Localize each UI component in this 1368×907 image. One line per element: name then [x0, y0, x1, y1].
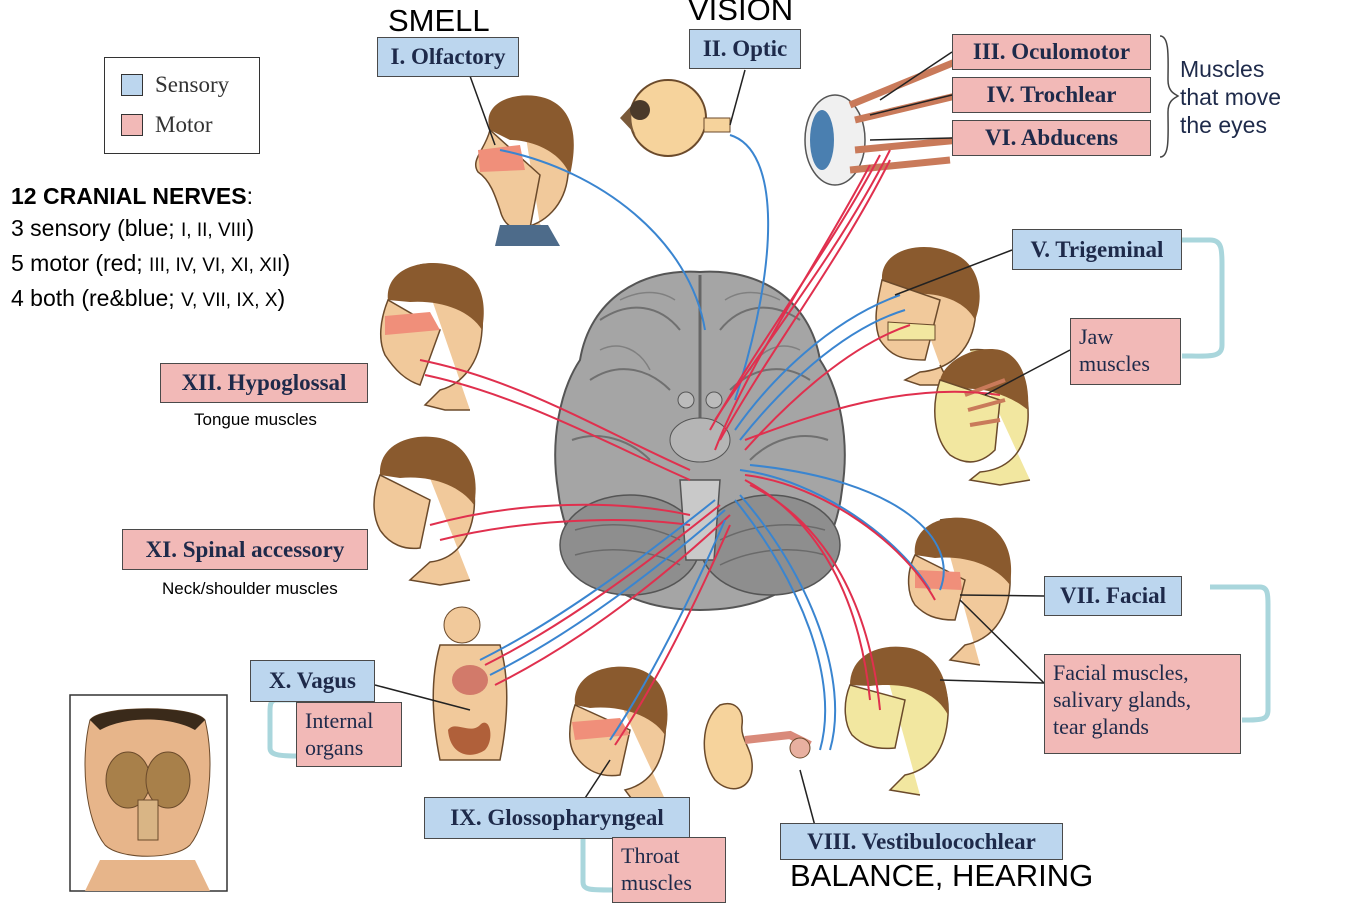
summary-line-sensory: 3 sensory (blue; I, II, VIII) — [11, 212, 290, 247]
note-eye-muscles-line3: the eyes — [1180, 112, 1267, 138]
note-jaw-line1: Jaw — [1079, 324, 1114, 349]
motor-swatch — [121, 114, 143, 136]
summary-line1-main: 3 sensory (blue; — [11, 215, 182, 241]
note-jaw-muscles: Jaw muscles — [1070, 318, 1181, 385]
caption-balance-hearing: BALANCE, HEARING — [790, 858, 1094, 893]
summary-line3-main: 4 both (re&blue; — [11, 285, 182, 311]
note-internal-organs: Internal organs — [296, 702, 402, 767]
label-spinal-accessory: XI. Spinal accessory — [122, 529, 368, 570]
label-olfactory: I. Olfactory — [377, 37, 519, 77]
note-eye-muscles-line2: that move — [1180, 84, 1281, 110]
note-facial-muscles: Facial muscles, salivary glands, tear gl… — [1044, 654, 1241, 754]
summary-line2-list: III, IV, VI, XI, XII — [149, 255, 283, 276]
note-facial-line2: salivary glands, — [1053, 687, 1192, 712]
eye-illustration-optic — [620, 79, 731, 157]
caption-neck: Neck/shoulder muscles — [162, 579, 338, 598]
note-jaw-line2: muscles — [1079, 351, 1150, 376]
note-internal-line1: Internal — [305, 708, 374, 733]
label-trigeminal: V. Trigeminal — [1012, 229, 1182, 270]
summary-line-both: 4 both (re&blue; V, VII, IX, X) — [11, 282, 290, 317]
summary-title-colon: : — [246, 183, 253, 209]
legend-motor-label: Motor — [155, 112, 213, 137]
summary-line1-end: ) — [246, 215, 255, 241]
legend-motor: Motor — [121, 112, 213, 138]
caption-smell: SMELL — [388, 3, 490, 38]
legend-sensory-label: Sensory — [155, 72, 230, 97]
hypoglossal-head — [380, 263, 484, 411]
summary-line-motor: 5 motor (red; III, IV, VI, XI, XII) — [11, 247, 290, 282]
facial-head — [907, 517, 1012, 666]
nerve-lines — [419, 134, 1001, 751]
label-hypoglossal: XII. Hypoglossal — [160, 363, 368, 403]
note-facial-line1: Facial muscles, — [1053, 660, 1189, 685]
summary-block: 12 CRANIAL NERVES: 3 sensory (blue; I, I… — [11, 180, 290, 317]
legend: Sensory Motor — [104, 57, 260, 154]
summary-line3-list: V, VII, IX, X — [181, 290, 278, 311]
summary-line1-list: I, II, VIII — [181, 220, 247, 241]
summary-line2-end: ) — [282, 250, 291, 276]
label-glossopharyngeal: IX. Glossopharyngeal — [424, 797, 690, 839]
jaw-muscle-head — [934, 348, 1031, 486]
sensory-swatch — [121, 74, 143, 96]
legend-sensory: Sensory — [121, 72, 229, 98]
caption-vision: VISION — [688, 0, 794, 27]
label-oculomotor: III. Oculomotor — [952, 34, 1151, 70]
leader-lines — [374, 51, 1071, 827]
label-facial: VII. Facial — [1044, 576, 1182, 616]
summary-line2-main: 5 motor (red; — [11, 250, 150, 276]
brain-illustration — [554, 270, 846, 612]
label-abducens: VI. Abducens — [952, 120, 1151, 156]
note-throat-line1: Throat — [621, 843, 680, 868]
note-throat-line2: muscles — [621, 870, 692, 895]
label-vagus: X. Vagus — [250, 660, 375, 702]
note-internal-line2: organs — [305, 735, 364, 760]
label-trochlear: IV. Trochlear — [952, 77, 1151, 113]
vagus-body — [432, 606, 508, 761]
olfactory-head — [475, 95, 574, 246]
note-facial-line3: tear glands — [1053, 714, 1149, 739]
note-eye-muscles-line1: Muscles — [1180, 56, 1265, 82]
spinal-accessory-head — [373, 436, 476, 586]
note-eye-muscles: Muscles that move the eyes — [1180, 55, 1281, 139]
facial-muscle-head — [844, 646, 949, 796]
trigeminal-head — [875, 247, 980, 386]
inset-face — [69, 694, 228, 892]
summary-line3-end: ) — [277, 285, 286, 311]
note-throat-muscles: Throat muscles — [612, 837, 726, 903]
summary-title: 12 CRANIAL NERVES: — [11, 180, 290, 212]
ear-illustration — [703, 703, 812, 790]
label-optic: II. Optic — [689, 29, 801, 69]
label-vestibulocochlear: VIII. Vestibulocochlear — [780, 823, 1063, 860]
caption-tongue: Tongue muscles — [194, 410, 317, 429]
summary-title-text: 12 CRANIAL NERVES — [11, 183, 247, 209]
